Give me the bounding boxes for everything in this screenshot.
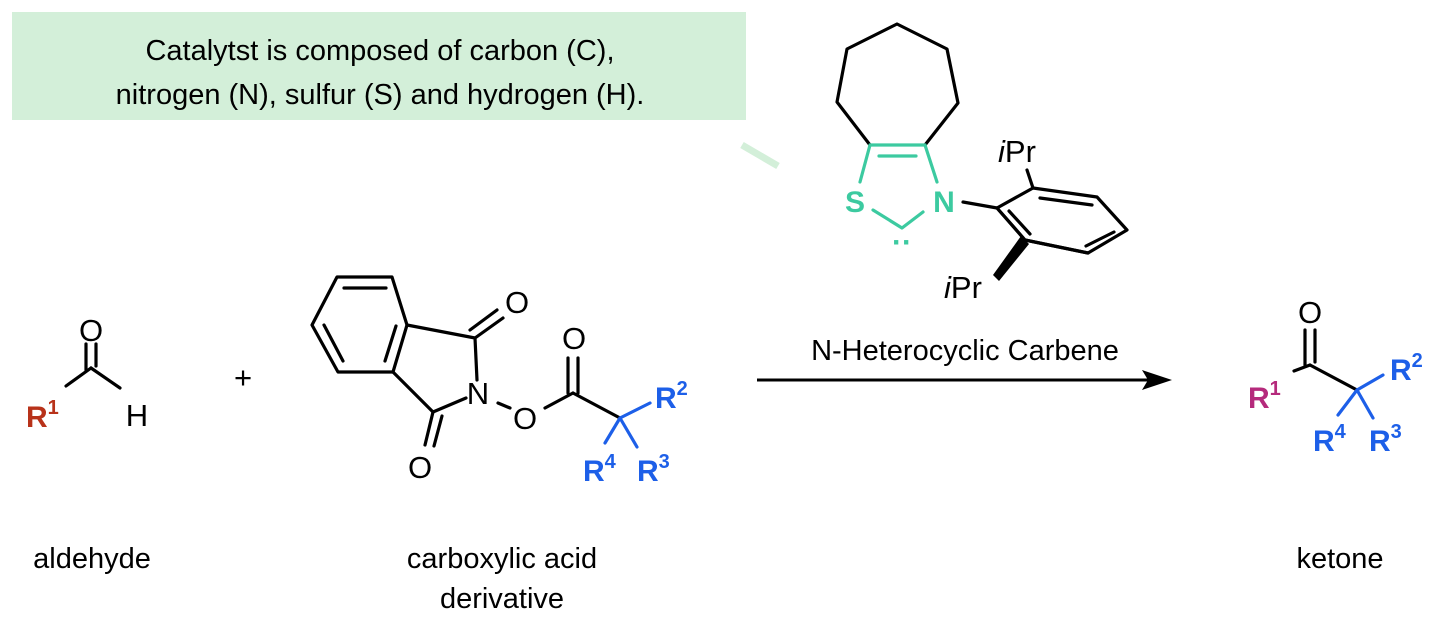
hydrogen-atom: H (126, 398, 148, 433)
imide-bond (391, 370, 468, 414)
cycloheptane-ring (835, 22, 960, 147)
r4-group: R4 (583, 451, 617, 488)
oxygen-atom: O (513, 401, 537, 436)
r4-group: R4 (1313, 421, 1347, 458)
r4-bond (603, 416, 622, 445)
nhc-catalyst: S N ·· iPr iPr (835, 22, 1129, 305)
r1-c-bond (1292, 363, 1312, 373)
callout-line-2: nitrogen (N), sulfur (S) and hydrogen (H… (116, 79, 645, 111)
arrow-label: N-Heterocyclic Carbene (811, 335, 1119, 367)
ketone-structure: O R1 R2 R4 R3 (1248, 295, 1423, 458)
r3-bond (1355, 388, 1375, 420)
co-double-bond (473, 316, 505, 340)
nhpi-ester-structure: O O N O O R2 R4 R3 (310, 275, 688, 488)
nitrogen-atom: N (467, 376, 489, 411)
sulfur-atom: S (845, 186, 865, 219)
r3-group: R3 (637, 451, 670, 488)
aryl-bold-bond (995, 206, 1027, 242)
c-h-bond (89, 366, 122, 390)
r2-bond (1355, 373, 1385, 392)
oxygen-atom: O (79, 313, 103, 348)
r-c-bond (64, 366, 93, 388)
nitrogen-atom: N (933, 186, 955, 219)
imide-bond (405, 323, 479, 382)
r1-group: R1 (1248, 378, 1281, 415)
thiazole-bond (858, 143, 872, 184)
o-c-bond (543, 391, 575, 410)
ipr-bottom-label: iPr (944, 270, 982, 305)
thiazole-bond (871, 208, 925, 230)
reagent-name-line-1: carboxylic acid (407, 543, 597, 575)
callout-box (12, 12, 746, 120)
thiazole-bond (923, 143, 939, 184)
c-c-bond (571, 391, 622, 420)
aldehyde-structure: O H R1 (26, 313, 148, 434)
aryl-double-bond (1007, 209, 1032, 236)
callout-tail (740, 141, 780, 170)
n-o-bond (496, 401, 512, 410)
oxygen-atom: O (505, 285, 529, 320)
r1-group: R1 (26, 397, 59, 434)
benzene-double-bond (383, 324, 398, 363)
carbene-lone-pair: ·· (892, 226, 912, 259)
aldehyde-name: aldehyde (33, 543, 151, 575)
oxygen-atom: O (562, 321, 586, 356)
callout-line-1: Catalytst is composed of carbon (C), (145, 35, 614, 67)
ipr-top-label: iPr (998, 134, 1036, 169)
arrow-head-icon (1142, 370, 1172, 390)
co-double-bond (423, 410, 435, 447)
aryl-double-bond (1038, 196, 1094, 207)
r3-bond (618, 416, 639, 449)
benzene-double-bond (322, 323, 345, 363)
co-double-bond (432, 414, 444, 448)
r4-bond (1336, 388, 1359, 417)
co-double-bond (468, 308, 499, 332)
plus-sign: + (234, 360, 252, 395)
oxygen-atom: O (408, 450, 432, 485)
r2-bond (618, 401, 652, 420)
aryl-double-bond (1084, 230, 1116, 248)
ipr-wedge-bond (993, 236, 1029, 281)
c-c-bond (1308, 363, 1359, 392)
oxygen-atom: O (1298, 295, 1322, 330)
r2-group: R2 (655, 378, 688, 415)
reagent-name-line-2: derivative (440, 583, 564, 615)
ketone-name: ketone (1296, 543, 1383, 575)
reaction-arrow: N-Heterocyclic Carbene (757, 335, 1172, 390)
n-aryl-bond (961, 200, 999, 210)
r3-group: R3 (1369, 421, 1402, 458)
ipr-bond (1025, 168, 1035, 190)
aryl-bold-bond (1023, 238, 1090, 255)
callout: Catalytst is composed of carbon (C), nit… (12, 12, 780, 170)
benzene-ring (310, 275, 409, 374)
r2-group: R2 (1390, 350, 1423, 387)
